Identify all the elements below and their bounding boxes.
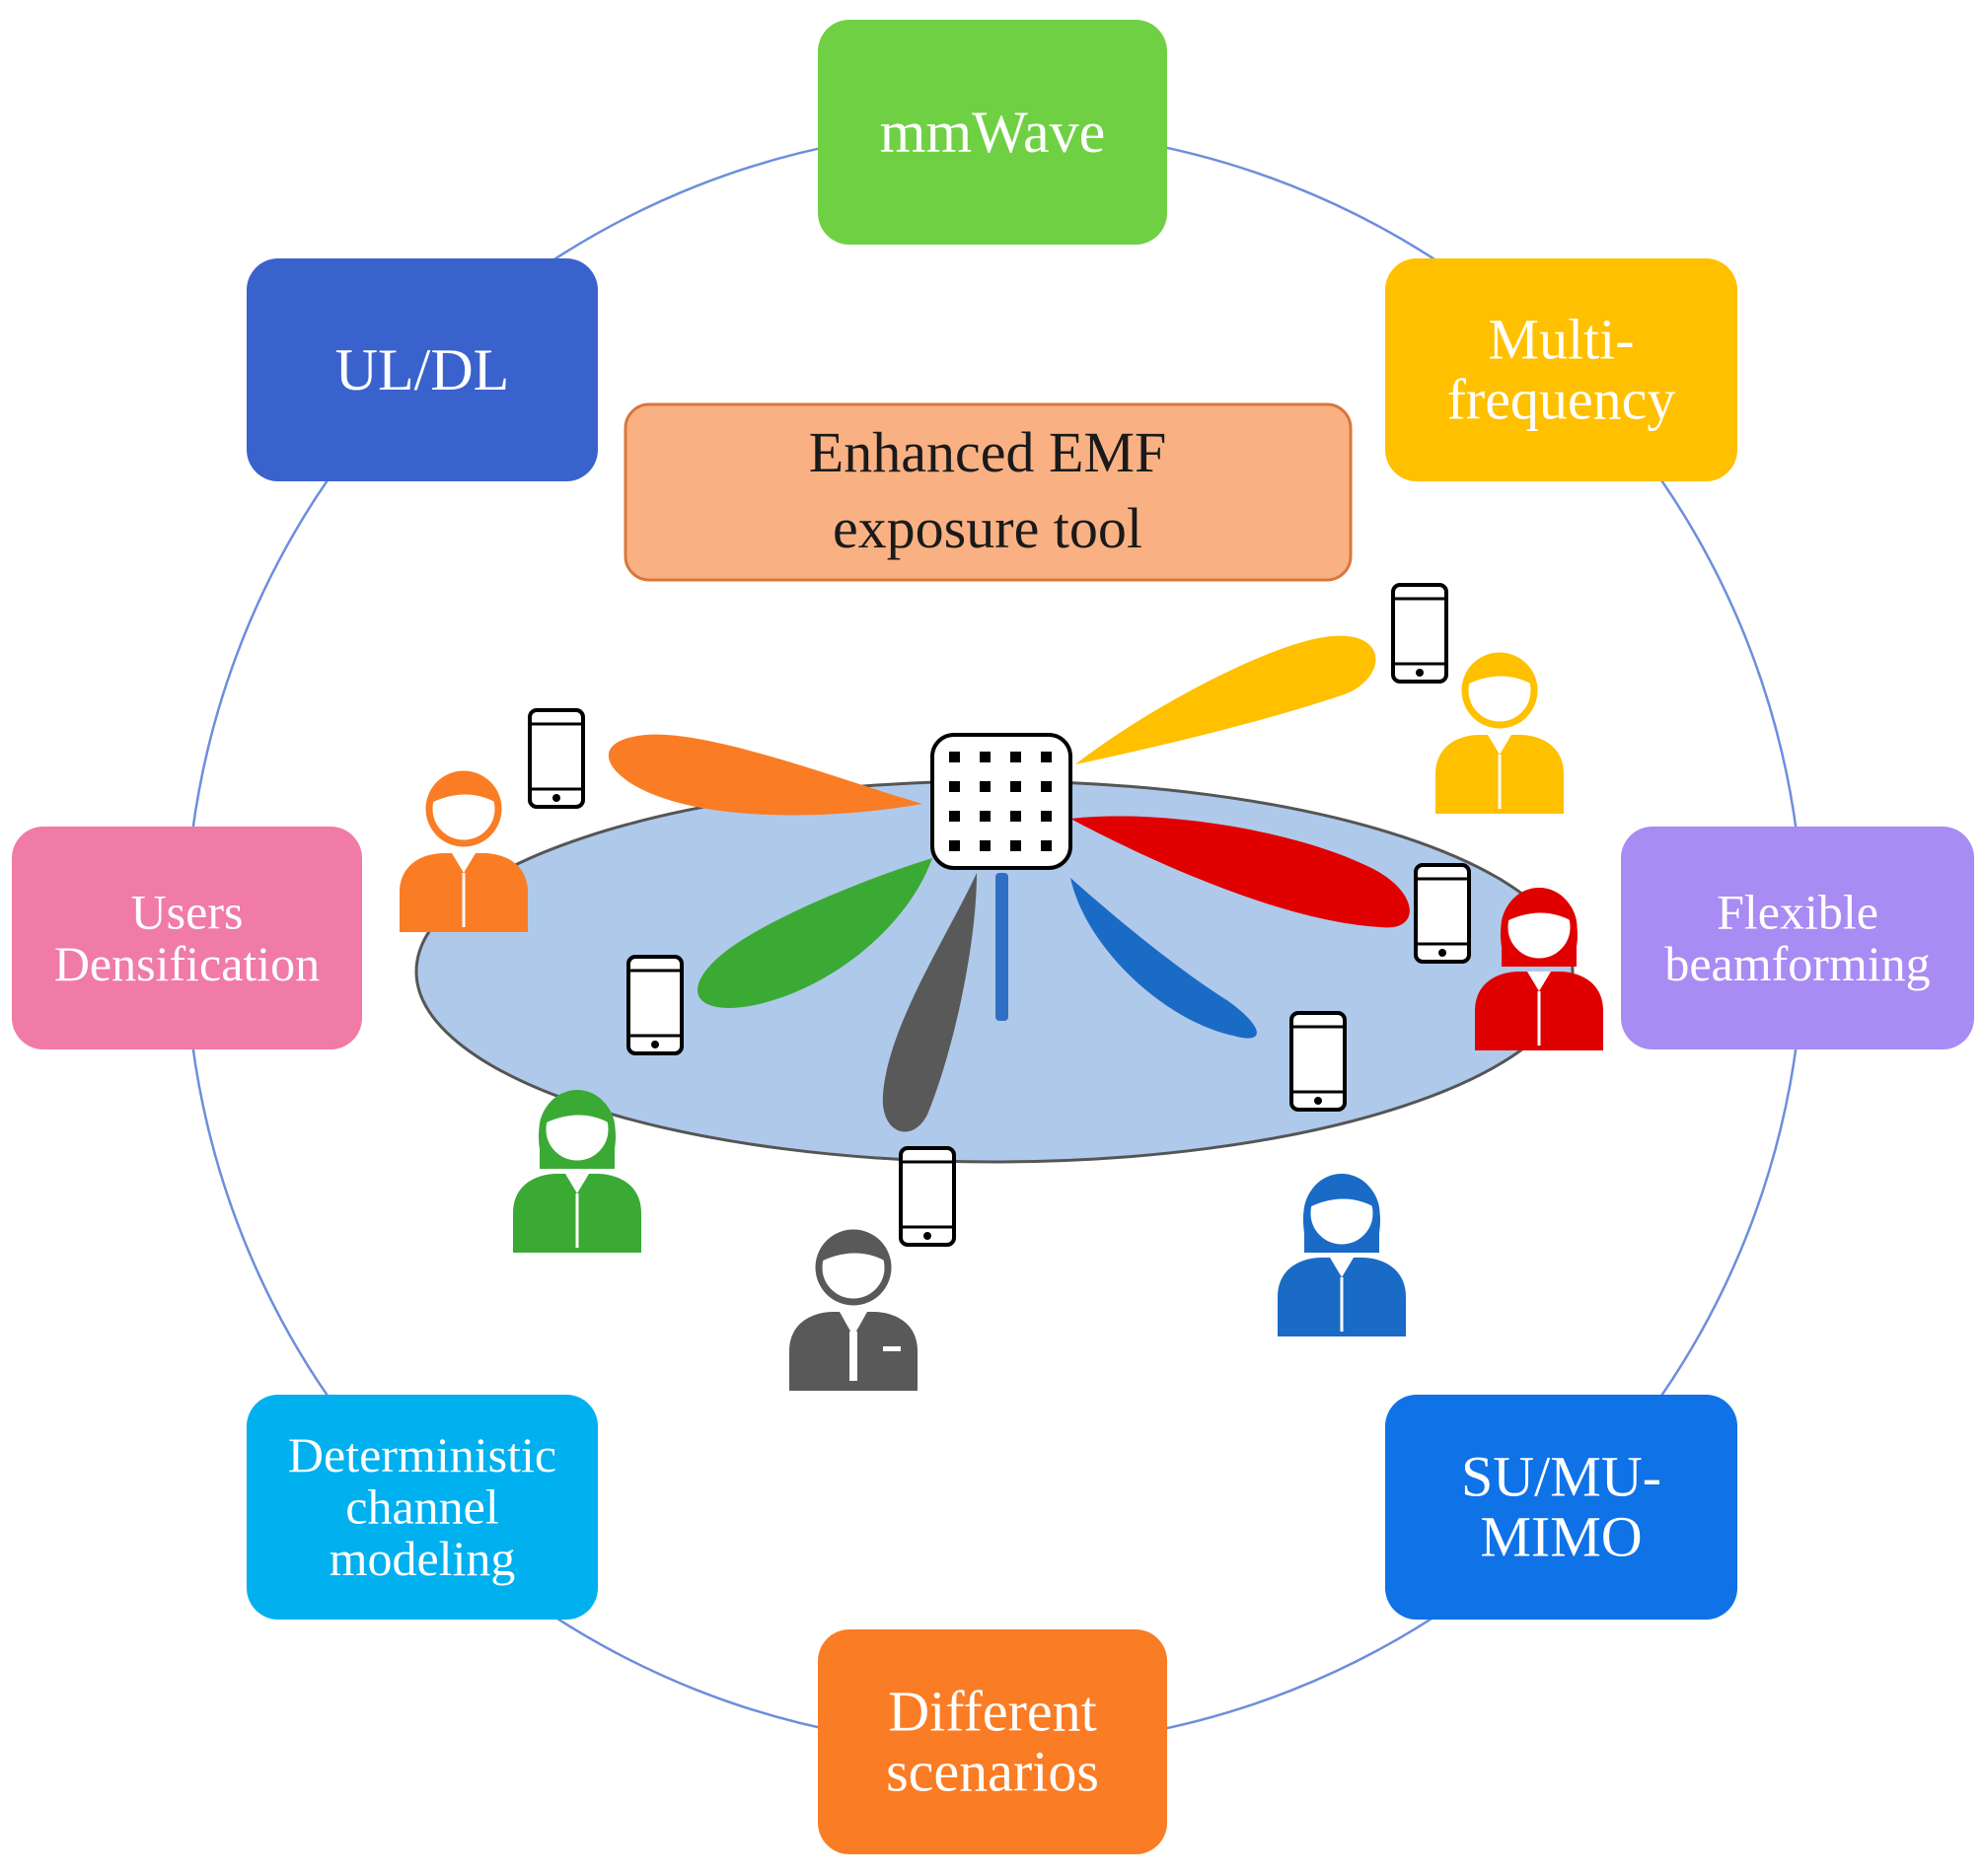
feature-label-different-scenarios-2: scenarios [886,1740,1099,1804]
feature-label-multi-frequency-2: frequency [1447,368,1676,432]
antenna-array-icon [930,733,1072,1021]
center-title-box: Enhanced EMF exposure tool [624,402,1353,582]
smartphone-icon [1289,1011,1347,1112]
antenna-element [949,840,960,851]
feature-box-multi-frequency: Multi-frequency [1385,258,1737,481]
smartphone-icon [626,955,684,1055]
beam-orange [608,734,922,816]
antenna-element [980,840,991,851]
center-title-line1: Enhanced EMF [809,420,1166,484]
smartphone-icon [1414,863,1471,964]
feature-label-different-scenarios-1: Different [888,1680,1097,1744]
feature-label-multi-frequency-1: Multi- [1488,308,1634,372]
person-icon [400,770,528,932]
center-title-line2: exposure tool [833,496,1142,560]
feature-box-mmwave: mmWave [818,20,1167,245]
antenna-element [949,811,960,822]
antenna-element [1041,811,1052,822]
feature-label-ul-dl-1: UL/DL [335,337,510,402]
person-icon [1435,652,1564,814]
feature-box-su-mu-mimo: SU/MU-MIMO [1385,1395,1737,1620]
antenna-element [1010,752,1021,762]
feature-label-deterministic-channel-modeling-3: modeling [330,1531,516,1586]
antenna-element [1010,781,1021,792]
feature-label-users-densification-2: Densification [54,936,320,991]
antenna-element [1041,840,1052,851]
person-female-icon [1278,1174,1406,1336]
feature-label-su-mu-mimo-1: SU/MU- [1461,1445,1661,1509]
beam-red [1070,816,1410,928]
beam-blue [1070,878,1257,1039]
beam-gray [882,873,977,1132]
person-female-icon [513,1090,641,1253]
phones [528,583,1471,1247]
person-female-icon [1475,888,1603,1050]
feature-label-deterministic-channel-modeling-2: channel [345,1479,498,1535]
smartphone-icon [528,708,585,809]
antenna-element [980,811,991,822]
feature-box-ul-dl: UL/DL [247,258,598,481]
feature-label-su-mu-mimo-2: MIMO [1480,1505,1642,1569]
beams [608,635,1410,1132]
feature-label-deterministic-channel-modeling-1: Deterministic [288,1427,556,1482]
antenna-element [1010,840,1021,851]
person-business-icon [789,1229,918,1391]
feature-label-flexible-beamforming-2: beamforming [1664,936,1930,991]
feature-label-mmwave-1: mmWave [880,100,1105,165]
antenna-element [1041,781,1052,792]
antenna-element [949,752,960,762]
antenna-element [980,752,991,762]
users [400,652,1603,1391]
feature-boxes: mmWaveMulti-frequencyFlexiblebeamforming… [12,20,1974,1854]
antenna-element [980,781,991,792]
beam-yellow [1075,635,1376,764]
antenna-element [1010,811,1021,822]
smartphone-icon [1391,583,1448,684]
antenna-element [949,781,960,792]
feature-label-flexible-beamforming-1: Flexible [1717,884,1878,939]
feature-label-users-densification-1: Users [131,884,244,939]
beam-green [698,858,932,1008]
antenna-element [1041,752,1052,762]
smartphone-icon [899,1146,956,1247]
